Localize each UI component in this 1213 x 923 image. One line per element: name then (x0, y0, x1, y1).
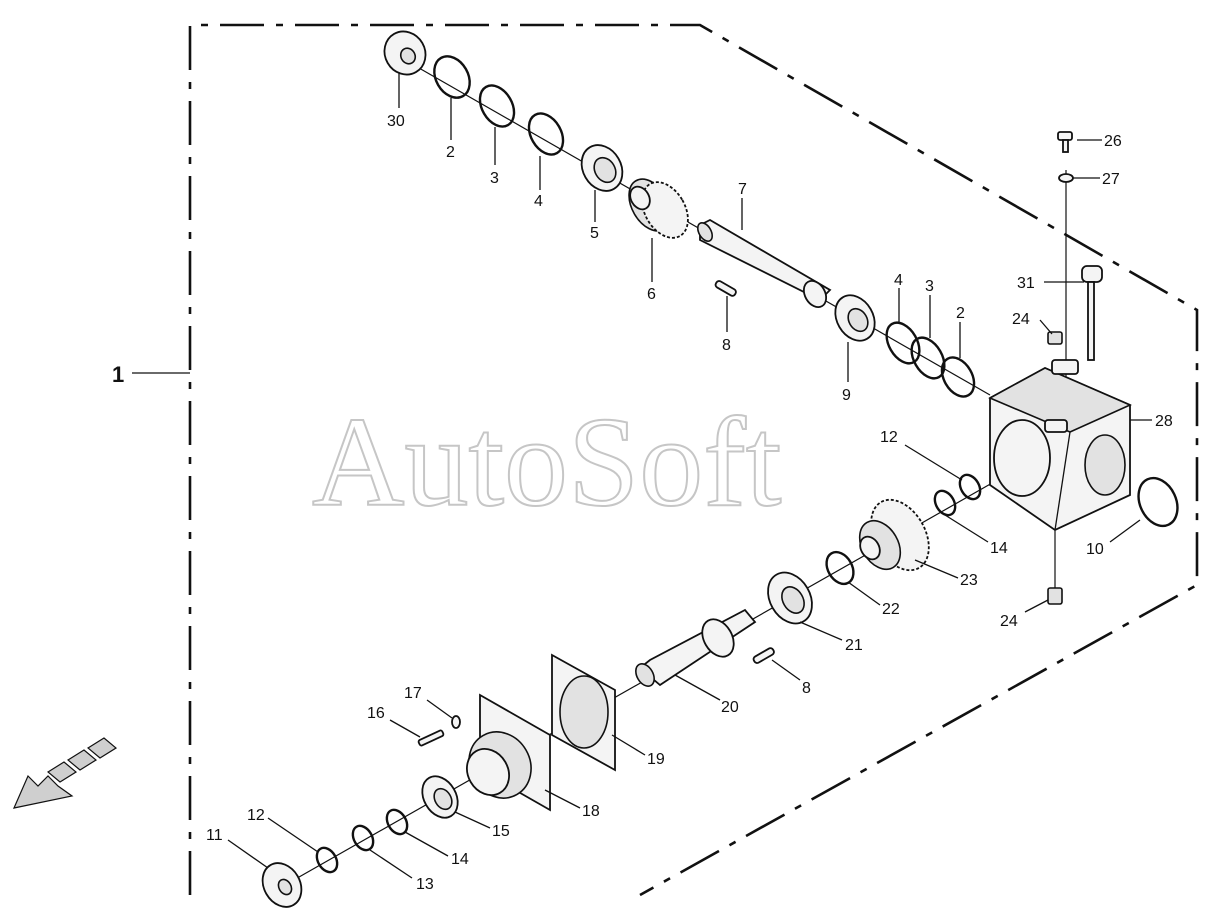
callout-2: 2 (956, 305, 965, 322)
part-24-plug-top (1047, 331, 1063, 345)
part-4-ring-upper (527, 112, 565, 156)
callout-23: 23 (960, 572, 978, 589)
part-24-plug-bottom (1047, 587, 1063, 605)
callout-3: 3 (490, 170, 499, 187)
callout-26: 26 (1104, 133, 1122, 150)
part-2-snap-ring-upper (433, 55, 471, 99)
callout-16: 16 (367, 705, 385, 722)
part-12-ring-upper (958, 473, 982, 501)
callout-2: 2 (446, 144, 455, 161)
part-10-o-ring (1137, 476, 1179, 528)
assembly-label-group: 1 (112, 362, 190, 387)
part-14-ring-upper (933, 489, 957, 517)
callout-19: 19 (647, 751, 665, 768)
part-13-ring (351, 824, 375, 852)
part-11-washer (261, 862, 303, 908)
part-26-bolt (1057, 131, 1073, 153)
assembly-number-label: 1 (112, 362, 124, 387)
callout-27: 27 (1102, 171, 1120, 188)
callout-12: 12 (880, 429, 898, 446)
callout-3: 3 (925, 278, 934, 295)
callout-14: 14 (990, 540, 1008, 557)
callout-labels: 30 2 3 4 5 6 7 8 9 4 3 2 26 27 31 24 28 … (206, 113, 1173, 893)
callout-11: 11 (206, 827, 223, 844)
callout-9: 9 (842, 387, 851, 404)
callout-8: 8 (802, 680, 811, 697)
part-21-bearing (767, 571, 813, 625)
part-5-bearing (580, 144, 624, 192)
callout-15: 15 (492, 823, 510, 840)
assembly-boundary (188, 23, 1199, 897)
callout-10: 10 (1086, 541, 1104, 558)
part-16-bolt (417, 729, 445, 747)
part-18-flange (466, 693, 551, 812)
callout-18: 18 (582, 803, 600, 820)
part-12-ring-lower (315, 846, 339, 874)
callout-8: 8 (722, 337, 731, 354)
part-27-washer (1058, 173, 1074, 183)
callout-6: 6 (647, 286, 656, 303)
part-9-bearing (834, 294, 876, 342)
watermark-text: AutoSoft (312, 391, 781, 533)
leader-lines (227, 73, 1152, 879)
part-28-gearbox-housing (988, 359, 1132, 532)
part-6-bevel-gear (628, 178, 689, 239)
callout-5: 5 (590, 225, 599, 242)
callout-7: 7 (738, 181, 747, 198)
part-8-key-lower (752, 647, 775, 664)
callout-28: 28 (1155, 413, 1173, 430)
part-4-ring-right (885, 321, 921, 365)
direction-arrow-icon (12, 737, 118, 809)
callout-4: 4 (894, 272, 903, 289)
part-30-washer (383, 30, 427, 76)
callout-24: 24 (1012, 311, 1030, 328)
callout-31: 31 (1017, 275, 1035, 292)
callout-12: 12 (247, 807, 265, 824)
callout-13: 13 (416, 876, 434, 893)
callout-17: 17 (404, 685, 422, 702)
part-3-shim-right (910, 336, 946, 380)
part-23-bevel-gear (858, 498, 930, 572)
part-20-shaft (635, 608, 757, 687)
part-19-gasket (551, 653, 616, 772)
part-22-ring (825, 550, 855, 586)
part-17-washer (451, 715, 461, 729)
part-7-shaft (696, 218, 832, 309)
callout-24: 24 (1000, 613, 1018, 630)
callout-21: 21 (845, 637, 863, 654)
callout-14: 14 (451, 851, 469, 868)
part-14-ring-lower (385, 808, 409, 836)
callout-30: 30 (387, 113, 405, 130)
callout-4: 4 (534, 193, 543, 210)
part-3-shim-upper (478, 84, 516, 128)
callout-20: 20 (721, 699, 739, 716)
part-2-snap-ring-right (940, 356, 976, 398)
part-8-key-upper (714, 280, 737, 297)
part-15-bearing (421, 775, 459, 819)
part-31-dipstick (1081, 265, 1103, 361)
callout-22: 22 (882, 601, 900, 618)
